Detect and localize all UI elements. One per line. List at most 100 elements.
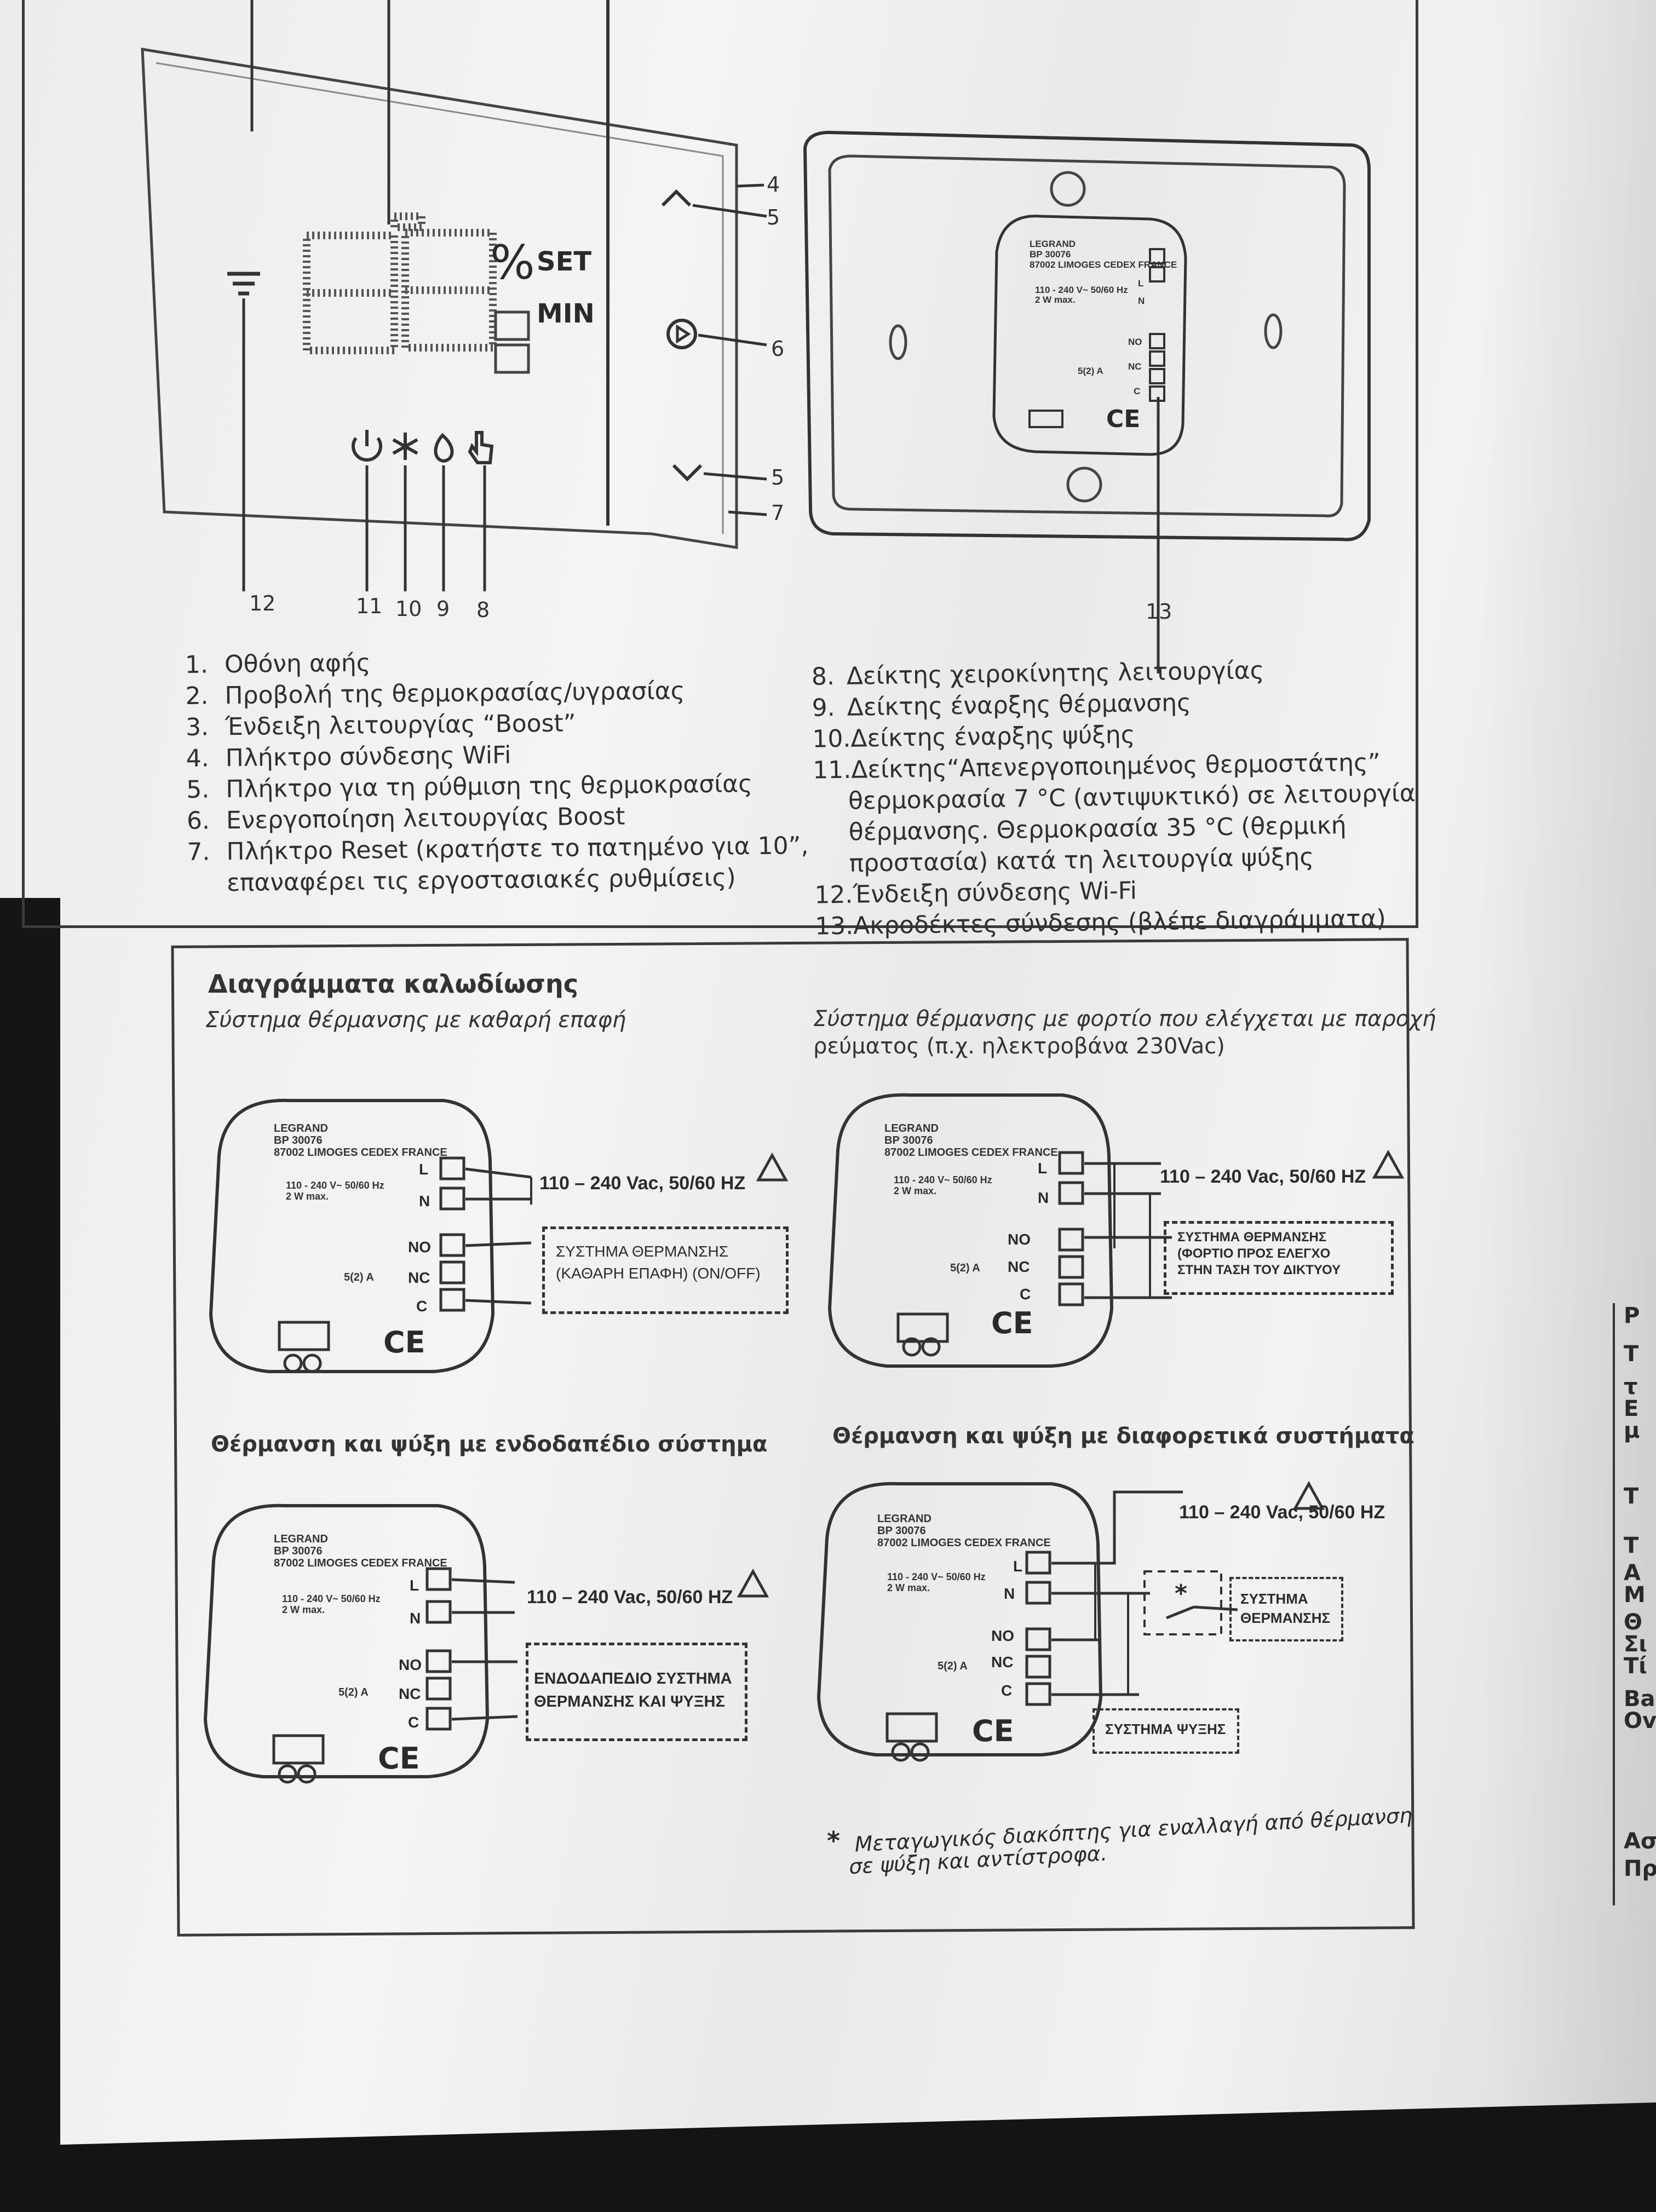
legend-number: 7. (187, 838, 210, 866)
d2-C: C (1020, 1286, 1031, 1303)
thermostat-back-plate (803, 130, 1371, 673)
d2-box-line1: ΣΥΣΤΗΜΑ ΘΕΡΜΑΝΣΗΣ (1177, 1230, 1327, 1245)
callout-10: 10 (395, 597, 422, 621)
chevron-up-icon (661, 189, 692, 207)
wiring-diagram-2 (827, 1093, 1405, 1368)
d2-L: L (1038, 1160, 1048, 1177)
d4-cooling-box (1092, 1708, 1239, 1754)
callout-12: 12 (249, 591, 276, 615)
callout-11: 11 (356, 594, 383, 618)
legend-number: 2. (185, 682, 209, 710)
d4-NC: NC (991, 1654, 1014, 1670)
d4-C: C (1001, 1682, 1013, 1699)
backplate-N: N (1138, 296, 1145, 306)
diagram2-title-line2: ρεύματος (π.χ. ηλεκτροβάνα 230Vac) (813, 1034, 1225, 1059)
legend-text: Πλήκτρο σύνδεσης WiFi (225, 741, 511, 773)
d1-box-line2: (ΚΑΘΑΡΗ ΕΠΑΦΗ) (ON/OFF) (556, 1265, 761, 1282)
d2-load-box (1164, 1221, 1394, 1295)
d4-supply-label: 110 – 240 Vac, 50/60 HZ (1179, 1502, 1385, 1523)
d2-address: 87002 LIMOGES CEDEX FRANCE (884, 1147, 1058, 1159)
legend-number: 6. (186, 807, 210, 835)
legend-text: Δείκτης“Απενεργοποιημένος θερμοστάτης” (850, 748, 1381, 784)
d3-address: 87002 LIMOGES CEDEX FRANCE (274, 1557, 447, 1569)
legend-text: Δείκτης χειροκίνητης λειτουργίας (846, 656, 1264, 690)
wiring-section-title: Διαγράμματα καλωδίωσης (208, 969, 578, 999)
d4-N: N (1004, 1585, 1015, 1602)
legend-number: 3. (185, 713, 209, 741)
d1-address: 87002 LIMOGES CEDEX FRANCE (274, 1147, 447, 1159)
hand-icon (468, 431, 494, 464)
d3-L: L (410, 1577, 419, 1594)
d3-model: BP 30076 (274, 1545, 323, 1557)
backplate-NO: NO (1128, 337, 1142, 347)
legend-text: θέρμανσης. Θερμοκρασία 35 °C (θερμική (848, 811, 1347, 846)
flame-icon (434, 433, 454, 463)
callout-9: 9 (436, 597, 450, 621)
warning-icon (1372, 1149, 1405, 1179)
legend-text: Δείκτης έναρξης ψύξης (850, 721, 1135, 753)
edge-fragment: μ (1624, 1418, 1640, 1443)
d2-model: BP 30076 (884, 1134, 933, 1147)
background-surface-left (0, 898, 60, 2212)
legend-text: επαναφέρει τις εργοστασιακές ρυθμίσεις) (226, 863, 736, 897)
d3-underfloor-box (526, 1643, 748, 1741)
d1-box-line1: ΣΥΣΤΗΜΑ ΘΕΡΜΑΝΣΗΣ (556, 1243, 729, 1260)
footnote-asterisk: * (827, 1826, 841, 1856)
d4-voltage: 110 - 240 V~ 50/60 Hz (887, 1571, 986, 1582)
edge-fragment: Πρ (1624, 1856, 1656, 1881)
d3-NC: NC (399, 1685, 421, 1702)
d4-ce-mark: CE (972, 1714, 1014, 1748)
wiring-diagram-3 (203, 1504, 769, 1784)
callout-4: 4 (767, 172, 780, 197)
d4-relay: 5(2) A (938, 1660, 968, 1672)
d1-heating-system-box (542, 1226, 789, 1314)
backplate-ce-mark: CE (1106, 405, 1141, 433)
edge-fragment: τ (1624, 1374, 1638, 1399)
d2-brand: LEGRAND (884, 1122, 939, 1134)
edge-fragment: T (1624, 1533, 1639, 1558)
legend-number: 1. (185, 650, 209, 679)
d2-NO: NO (1008, 1231, 1031, 1248)
diagram2-title-line1: Σύστημα θέρμανσης με φορτίο που ελέγχετα… (813, 1006, 1436, 1032)
backplate-address: 87002 LIMOGES CEDEX FRANCE (1030, 260, 1177, 270)
d1-NC: NC (408, 1269, 430, 1286)
d1-model: BP 30076 (274, 1134, 323, 1147)
edge-fragment: Τί (1624, 1654, 1647, 1679)
boost-play-icon (666, 319, 697, 349)
d3-N: N (410, 1610, 421, 1627)
d3-power: 2 W max. (282, 1604, 325, 1615)
diagram4-title: Θέρμανση και ψύξη με διαφορετικά συστήμα… (832, 1424, 1415, 1449)
legend-number: 12. (814, 880, 853, 909)
page-fold-shadow (1479, 0, 1656, 2208)
adjacent-page-edge (1613, 1303, 1656, 1905)
d1-power: 2 W max. (286, 1191, 329, 1202)
d4-brand: LEGRAND (877, 1513, 932, 1525)
d3-brand: LEGRAND (274, 1533, 328, 1545)
d1-ce-mark: CE (383, 1325, 426, 1360)
set-indicator: SET (537, 246, 592, 277)
edge-fragment: Σι (1624, 1632, 1647, 1657)
legend-item: επαναφέρει τις εργοστασιακές ρυθμίσεις) (187, 861, 809, 899)
callout-6: 6 (771, 337, 785, 361)
d4-asterisk: * (1175, 1580, 1188, 1608)
warning-icon (737, 1568, 769, 1598)
legend-number: 10. (812, 724, 851, 753)
d1-supply-label: 110 – 240 Vac, 50/60 HZ (539, 1173, 746, 1194)
backplate-power: 2 W max. (1035, 295, 1076, 305)
d4-power: 2 W max. (887, 1582, 930, 1593)
d3-box-line1: ΕΝΔΟΔΑΠΕΔΙΟ ΣΥΣΤΗΜΑ (534, 1670, 732, 1687)
percent-indicator: % (490, 235, 535, 290)
d2-supply-label: 110 – 240 Vac, 50/60 HZ (1160, 1166, 1366, 1187)
callout-7: 7 (771, 501, 785, 525)
d2-N: N (1038, 1189, 1049, 1206)
edge-fragment: M (1624, 1582, 1646, 1608)
d4-L: L (1013, 1558, 1023, 1575)
d1-voltage: 110 - 240 V~ 50/60 Hz (286, 1180, 384, 1191)
legend-number: 9. (812, 694, 836, 722)
snowflake-icon (392, 433, 418, 460)
legend-text: Πλήκτρο Reset (κρατήστε το πατημένο για … (226, 832, 809, 866)
edge-fragment: A (1624, 1560, 1641, 1586)
backplate-brand: LEGRAND (1030, 239, 1076, 249)
